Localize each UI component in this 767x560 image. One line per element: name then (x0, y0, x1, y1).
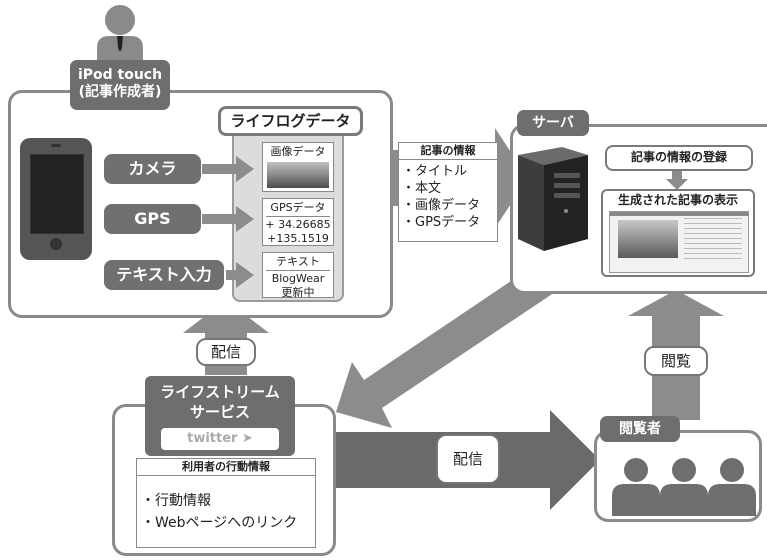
text-data-line2: 更新中 (281, 286, 315, 299)
arrow-camera (202, 156, 254, 182)
text-input-source: テキスト入力 (104, 260, 224, 290)
ipod-device-icon (20, 138, 92, 260)
generated-article-box: 生成された記事の表示 (601, 189, 755, 277)
viewer-person-icon-2 (660, 458, 708, 516)
article-screenshot-thumbnail (609, 211, 749, 273)
article-info-item-title: ・タイトル (402, 164, 468, 179)
viewer-person-icon-1 (612, 458, 660, 516)
twitter-bird-icon: ➤ (241, 431, 253, 446)
article-info-title: 記事の情報 (399, 143, 497, 160)
article-info-item-image: ・画像データ (402, 198, 481, 213)
viewers-label: 閲覧者 (600, 416, 680, 442)
image-thumbnail (267, 162, 329, 188)
arrow-register-down (666, 171, 688, 190)
text-data-card: テキスト BlogWear 更新中 (262, 252, 334, 299)
source-arrows (202, 156, 254, 288)
author-label-line1: iPod touch (77, 67, 163, 83)
twitter-logo-text: twitter (187, 431, 238, 446)
text-data-line1: BlogWear (271, 272, 325, 285)
gps-data-title: GPSデータ (270, 201, 326, 214)
server-label: サーバ (517, 110, 589, 136)
arrow-delivery-up (183, 300, 269, 375)
article-info-box: 記事の情報 ・タイトル ・本文 ・画像データ ・GPSデータ (398, 142, 498, 242)
register-article-box: 記事の情報の登録 (605, 145, 753, 171)
author-person-icon (97, 5, 143, 66)
gps-lat: + 34.26685 (265, 218, 331, 231)
action-info-item-action: ・行動情報 (141, 493, 211, 509)
arrow-gps (202, 206, 254, 232)
server-tower-icon (518, 147, 588, 251)
view-label: 閲覧 (644, 346, 708, 376)
action-info-box: 利用者の行動情報 ・行動情報 ・Webページへのリンク (136, 458, 316, 548)
twitter-logo: twitter ➤ (161, 428, 279, 450)
gps-source: GPS (104, 204, 201, 234)
lifestream-title-line2: サービス (189, 403, 250, 421)
image-data-title: 画像データ (270, 145, 326, 158)
image-data-card: 画像データ (262, 142, 334, 192)
camera-source: カメラ (104, 154, 201, 184)
delivery-label-up: 配信 (196, 338, 256, 366)
generated-article-title: 生成された記事の表示 (617, 193, 738, 207)
text-data-title: テキスト (276, 255, 320, 268)
viewer-person-icon-3 (708, 458, 756, 516)
delivery-label-right: 配信 (436, 434, 500, 484)
lifelog-title: ライフログデータ (218, 106, 363, 136)
gps-data-card: GPSデータ + 34.26685 +135.1519 (262, 198, 334, 246)
article-info-item-gps: ・GPSデータ (402, 215, 481, 230)
author-label-line2: (記事作成者) (78, 84, 162, 100)
action-info-title: 利用者の行動情報 (137, 459, 315, 476)
gps-lon: +135.1519 (267, 232, 329, 245)
article-info-item-body: ・本文 (402, 181, 442, 196)
arrow-text (226, 262, 254, 288)
author-label: iPod touch (記事作成者) (70, 60, 170, 110)
lifestream-title-line1: ライフストリーム (160, 383, 280, 401)
lifestream-label: ライフストリーム サービス twitter ➤ (145, 376, 295, 456)
action-info-item-link: ・Webページへのリンク (141, 515, 298, 531)
